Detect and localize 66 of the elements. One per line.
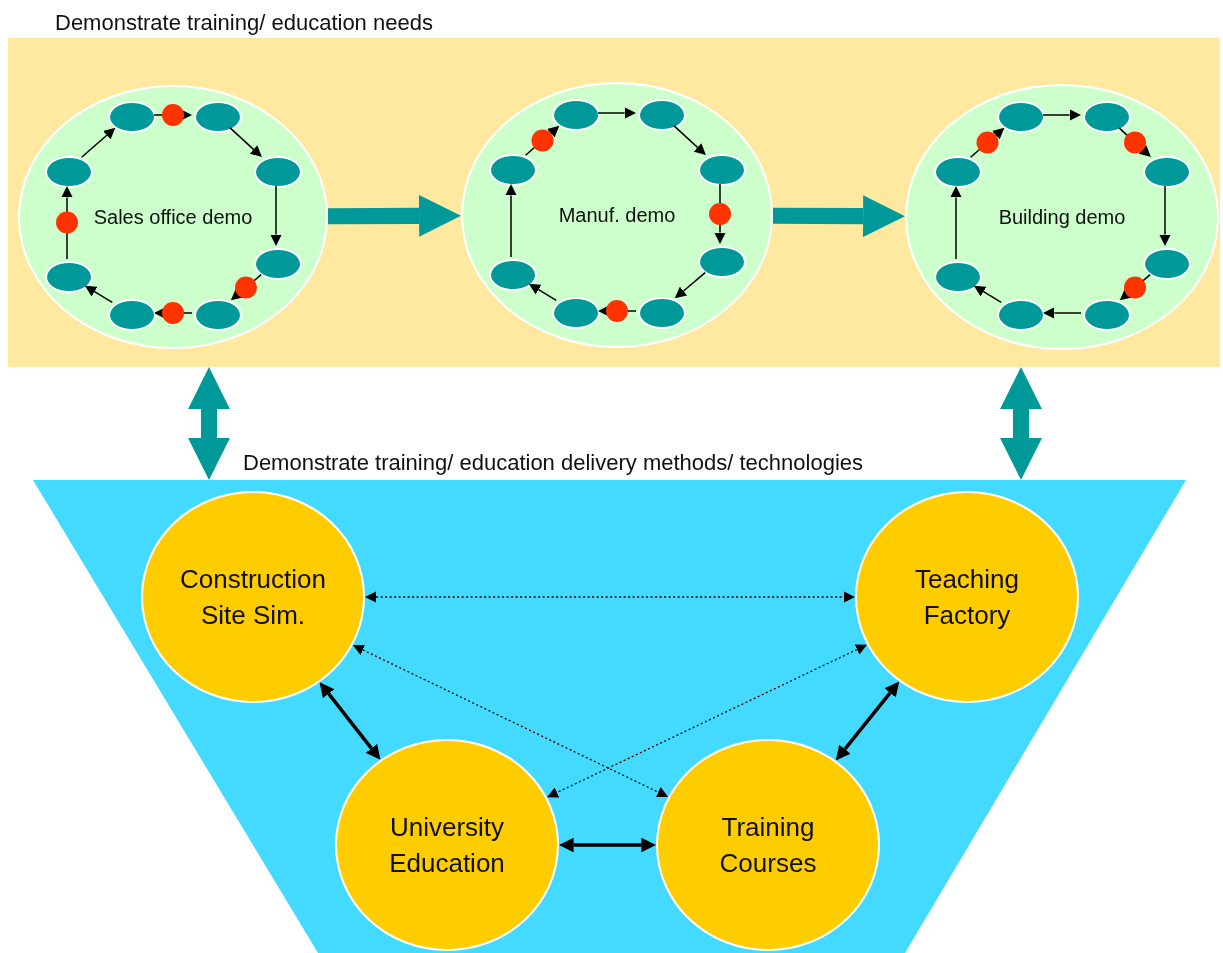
section-heading: Demonstrate training/ education delivery methods/ technologies <box>243 450 864 476</box>
section-heading: Demonstrate training/ education needs <box>55 10 433 36</box>
arrow <box>528 283 557 302</box>
arrow <box>1042 109 1081 121</box>
block-arrow <box>327 194 461 237</box>
station-oval <box>1083 299 1131 331</box>
station-oval <box>194 101 242 133</box>
station-oval <box>489 154 537 186</box>
station-oval <box>108 299 156 331</box>
arrow <box>969 127 1005 159</box>
station-oval <box>45 156 93 188</box>
block-arrow <box>188 367 230 480</box>
node-label: Training Courses <box>718 810 818 880</box>
station-oval <box>698 246 746 278</box>
arrow <box>597 107 636 119</box>
arrow <box>673 125 706 156</box>
arrow <box>674 271 706 299</box>
node-label: Building demo <box>998 205 1126 229</box>
arrow <box>230 273 262 301</box>
station-oval <box>997 299 1045 331</box>
block-arrow <box>1000 367 1042 480</box>
station-oval <box>638 297 686 329</box>
arrow <box>61 186 73 260</box>
station-oval <box>552 99 600 131</box>
node-label: University Education <box>388 810 506 880</box>
arrow <box>524 125 560 157</box>
station-oval <box>254 156 302 188</box>
arrow <box>229 127 262 158</box>
station-oval <box>698 154 746 186</box>
arrow <box>154 307 193 319</box>
station-oval <box>1143 156 1191 188</box>
station-oval <box>1083 101 1131 133</box>
arrow <box>1159 185 1171 246</box>
arrow <box>84 285 113 304</box>
station-oval <box>108 101 156 133</box>
arrow <box>559 837 656 853</box>
node-label: Manuf. demo <box>558 203 676 227</box>
station-oval <box>934 261 982 293</box>
node-label: Sales office demo <box>93 205 253 229</box>
station-oval <box>45 261 93 293</box>
station-oval <box>254 248 302 280</box>
arrow <box>319 682 381 760</box>
arrow <box>973 285 1002 304</box>
dotted-arrow <box>365 591 855 603</box>
dotted-arrow <box>352 644 669 798</box>
arrow <box>1043 307 1082 319</box>
station-oval <box>552 297 600 329</box>
arrow <box>153 109 192 121</box>
arrow <box>270 185 282 246</box>
dotted-arrow <box>547 644 867 798</box>
block-arrow <box>772 195 905 238</box>
node-label: Teaching Factory <box>913 562 1021 632</box>
station-oval <box>194 299 242 331</box>
station-oval <box>934 156 982 188</box>
arrow <box>505 184 517 258</box>
station-oval <box>1143 248 1191 280</box>
arrow <box>835 681 900 761</box>
station-oval <box>489 259 537 291</box>
node-label: Construction Site Sim. <box>179 562 327 632</box>
arrow <box>80 127 116 159</box>
station-oval <box>997 101 1045 133</box>
arrow <box>1118 127 1151 158</box>
arrow <box>950 186 962 260</box>
arrow <box>1119 273 1151 301</box>
station-oval <box>638 99 686 131</box>
arrow <box>598 305 637 317</box>
